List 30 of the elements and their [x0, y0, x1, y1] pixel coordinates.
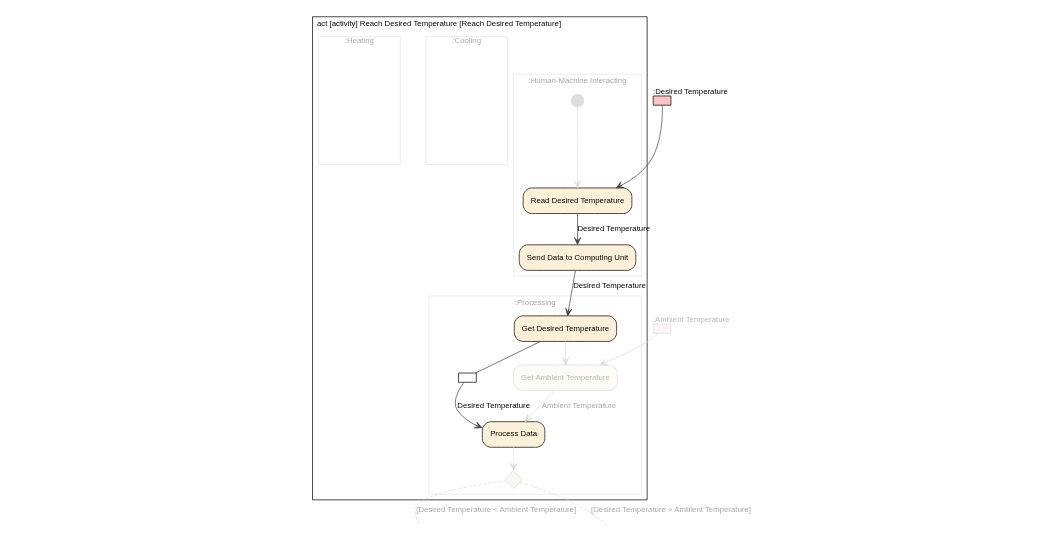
node-box: Send Data to Computing Unit — [518, 244, 636, 271]
edge-label: Ambient Temperature — [541, 401, 616, 411]
arrow — [524, 390, 554, 422]
node-box: Read Desired Temperature — [522, 187, 632, 214]
edge-label: [Desired Temperature < Ambient Temperature] — [415, 504, 576, 514]
edge-label: Desired Temperature — [576, 224, 650, 234]
arrow — [573, 213, 581, 245]
node-circle — [570, 93, 584, 108]
connector — [414, 480, 506, 526]
node-label: :Desired Temperature — [652, 86, 728, 96]
arrow — [615, 105, 663, 189]
node-diamond — [503, 470, 523, 489]
arrow — [564, 270, 576, 317]
node-box: Process Data — [481, 421, 545, 448]
arrow — [509, 447, 517, 471]
connector — [474, 341, 541, 374]
node-box: Get Ambient Temperature — [512, 364, 618, 391]
node-box — [457, 372, 477, 383]
node-box: Get Desired Temperature — [513, 315, 617, 342]
arrow — [561, 341, 569, 365]
arrow — [598, 332, 658, 366]
edge-label: Desired Temperature — [456, 401, 530, 411]
node-label: :Ambient Temperature — [652, 314, 729, 324]
edge-label: [Desired Temperature > Ambient Temperature] — [590, 504, 751, 514]
arrow — [454, 382, 482, 429]
edge-label: Desired Temperature — [572, 280, 646, 290]
node-box — [652, 323, 671, 334]
connector — [519, 481, 608, 526]
arrow — [573, 106, 581, 189]
node-box — [652, 95, 671, 106]
